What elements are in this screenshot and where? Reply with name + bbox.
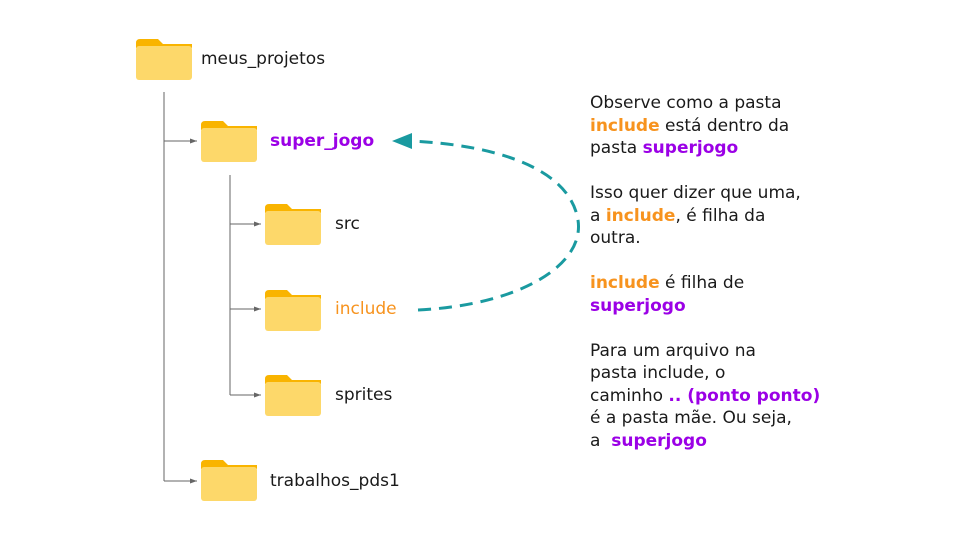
keyword-include: include [590, 115, 660, 136]
folder-label-sprites: sprites [335, 385, 393, 405]
explanation-paragraph-3: include é filha de superjogo [590, 273, 745, 316]
folder-label-meus-projetos: meus_projetos [201, 49, 326, 69]
keyword-include: include [605, 205, 676, 226]
folder-icon-meus-projetos [136, 39, 192, 80]
keyword-ponto-ponto: .. (ponto ponto) [668, 385, 821, 406]
explanation-paragraph-2: Isso quer dizer que uma, a include, é fi… [590, 183, 801, 248]
folder-label-src: src [335, 214, 360, 234]
keyword-superjogo: superjogo [642, 138, 739, 158]
dashed-arrow-include-to-super-jogo [409, 139, 580, 312]
keyword-superjogo: superjogo [611, 430, 707, 451]
folder-icon-sprites [265, 375, 321, 416]
arrow-head [392, 133, 412, 149]
explanation-paragraph-4: Para um arquivo na pasta include, o cami… [590, 340, 821, 451]
explanation-paragraph-1: Observe como a pasta include está dentro… [590, 93, 790, 158]
keyword-superjogo: superjogo [590, 295, 686, 316]
folder-icon-trabalhos [201, 460, 257, 501]
keyword-include: include [590, 273, 660, 293]
folder-icon-src [265, 204, 321, 245]
folder-label-trabalhos: trabalhos_pds1 [270, 471, 400, 491]
folder-icon-super-jogo [201, 121, 257, 162]
explanation-text: Observe como a pasta include está dentro… [590, 92, 920, 452]
folder-icon-include [265, 290, 321, 331]
folder-label-super-jogo: super_jogo [270, 131, 375, 151]
folder-label-include: include [335, 299, 397, 319]
tree-connectors [163, 92, 261, 484]
